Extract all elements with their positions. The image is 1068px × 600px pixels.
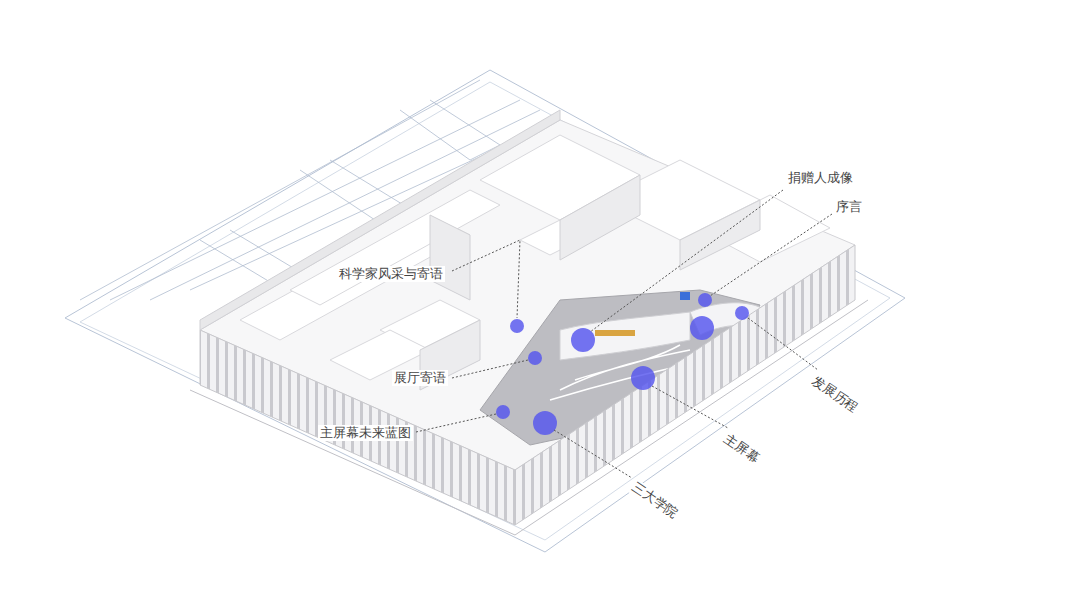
callout-label: 主屏幕 <box>719 430 763 467</box>
callout-label: 三大学院 <box>627 478 682 522</box>
callout-label: 发展历程 <box>807 372 862 416</box>
callout-label: 序言 <box>834 199 864 215</box>
callout-label: 展厅寄语 <box>392 370 448 386</box>
callout-label: 捐赠人成像 <box>786 170 855 186</box>
callout-label: 科学家风采与寄语 <box>337 266 445 282</box>
callout-label: 主屏幕未来蓝图 <box>318 425 413 441</box>
